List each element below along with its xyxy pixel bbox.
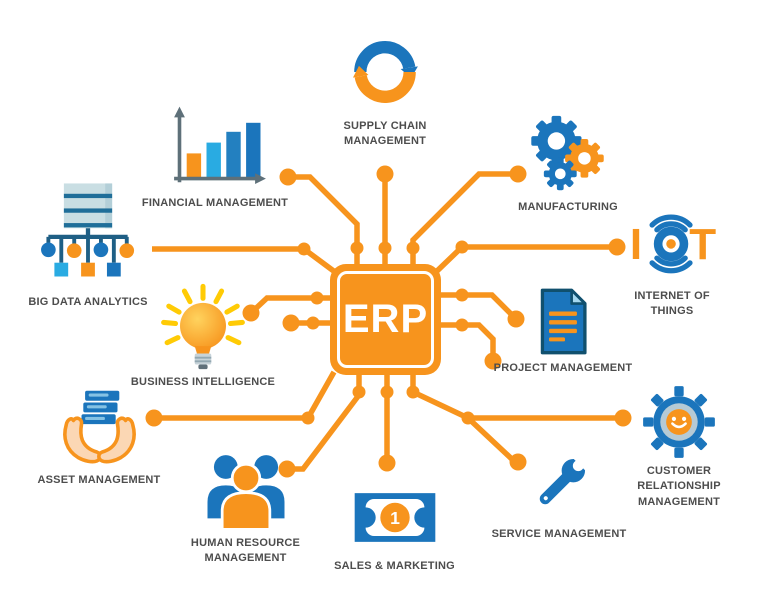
iot-letter-t: T [689,220,716,269]
people-icon [207,455,284,531]
module-service-management: SERVICE MANAGEMENT [484,446,634,542]
module-label: CUSTOMER RELATIONSHIP MANAGEMENT [637,465,721,508]
connector-project [435,292,517,320]
iot-letter-i: I [630,220,642,269]
document-icon [540,288,587,355]
module-label: HUMAN RESOURCE MANAGEMENT [190,537,301,565]
erp-chip: ERP [330,264,441,375]
module-asset-management: ASSET MANAGEMENT [24,380,174,488]
module-supply-chain-management: SUPPLY CHAIN MANAGEMENT [308,28,462,150]
connector-crm [410,370,622,421]
connector-manufacturing [410,171,516,270]
module-label: INTERNET OF THINGS [634,290,710,318]
sync-arrows-icon [352,41,418,103]
hands-server-icon [62,390,136,464]
module-label: BUSINESS INTELLIGENCE [130,376,276,388]
erp-chip-label: ERP [342,297,429,341]
circuit-endpoint-dots [145,165,632,478]
module-label: ASSET MANAGEMENT [37,474,161,486]
iot-signal-icon: I T [630,214,716,274]
circuit-junction-dots [297,240,475,425]
banknote-value: 1 [390,508,400,528]
module-label: SERVICE MANAGEMENT [491,528,627,540]
module-project-management: PROJECT MANAGEMENT [493,285,633,376]
module-manufacturing: MANUFACTURING [488,112,648,215]
module-label: FINANCIAL MANAGEMENT [141,197,289,209]
module-sales-marketing: 1 SALES & MARKETING [307,488,482,574]
module-label: MANUFACTURING [518,201,618,213]
module-label: BIG DATA ANALYTICS [28,296,148,308]
module-big-data-analytics: BIG DATA ANALYTICS [26,180,150,310]
module-business-intelligence: BUSINESS INTELLIGENCE [128,278,278,390]
bar-chart-icon [173,106,266,184]
wrench-icon [539,451,593,505]
module-customer-relationship-management: CUSTOMER RELATIONSHIP MANAGEMENT [605,383,753,510]
gear-smiley-icon [643,386,715,458]
connector-hr [289,370,362,472]
module-financial-management: FINANCIAL MANAGEMENT [135,103,295,211]
module-human-resource-management: HUMAN RESOURCE MANAGEMENT [158,445,333,567]
connector-financial [290,174,360,270]
module-label: PROJECT MANAGEMENT [493,362,633,374]
lightbulb-icon [161,283,245,370]
module-internet-of-things: I T INTERNET OF THINGS [612,198,732,320]
module-label: SUPPLY CHAIN MANAGEMENT [343,120,427,148]
banknote-icon: 1 [354,493,435,542]
module-label: SALES & MARKETING [334,560,455,572]
server-network-icon [41,183,135,277]
gears-icon [531,115,604,191]
